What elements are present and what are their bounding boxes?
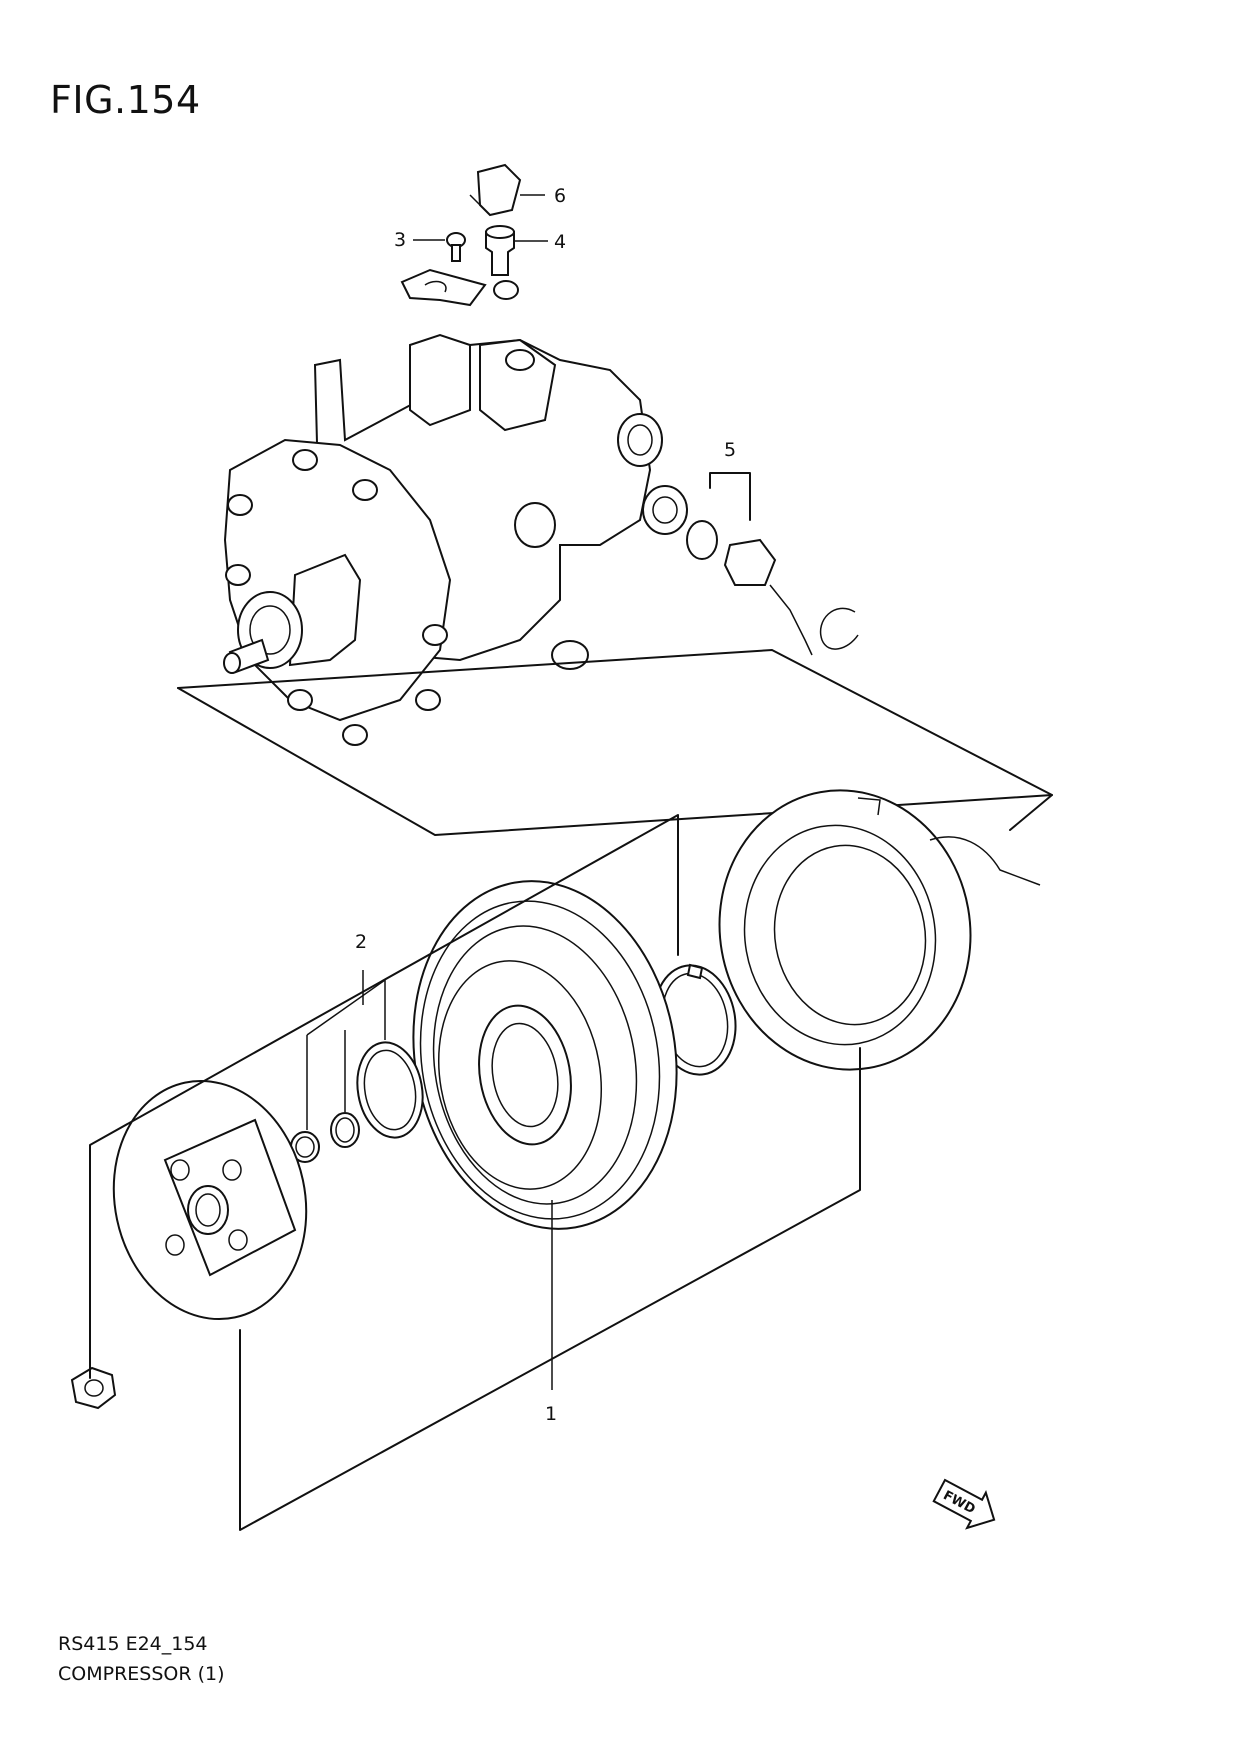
callout-1: 1 [545,1403,557,1425]
callout-2: 2 [355,931,367,953]
pulley [412,880,678,1230]
nut [70,1366,117,1410]
snap-ring-pulley [356,1041,424,1139]
armature-plate [112,1079,308,1321]
sensor-bracket [709,472,751,521]
flange-bolts [225,449,448,746]
callout-3: 3 [394,229,406,251]
callout-6: 6 [554,185,566,207]
fwd-arrow-icon: FWD [932,1478,996,1530]
callout-5: 5 [724,439,736,461]
compressor-body [223,333,688,746]
footer-diagram-name: COMPRESSOR (1) [58,1663,225,1685]
figure-title: FIG.154 [50,78,201,122]
callout-2-leaders [306,980,386,1130]
callout-4: 4 [554,231,566,253]
top-group-outline-back [177,649,1053,796]
shims [290,1112,360,1163]
bottom-group-outline-right [239,1047,861,1531]
field-coil [718,789,1041,1071]
top-group-outline [177,687,1053,836]
footer-diagram-code: RS415 E24_154 [58,1633,208,1655]
pressure-sensor [686,520,859,656]
valve-bracket-assembly [400,163,522,307]
